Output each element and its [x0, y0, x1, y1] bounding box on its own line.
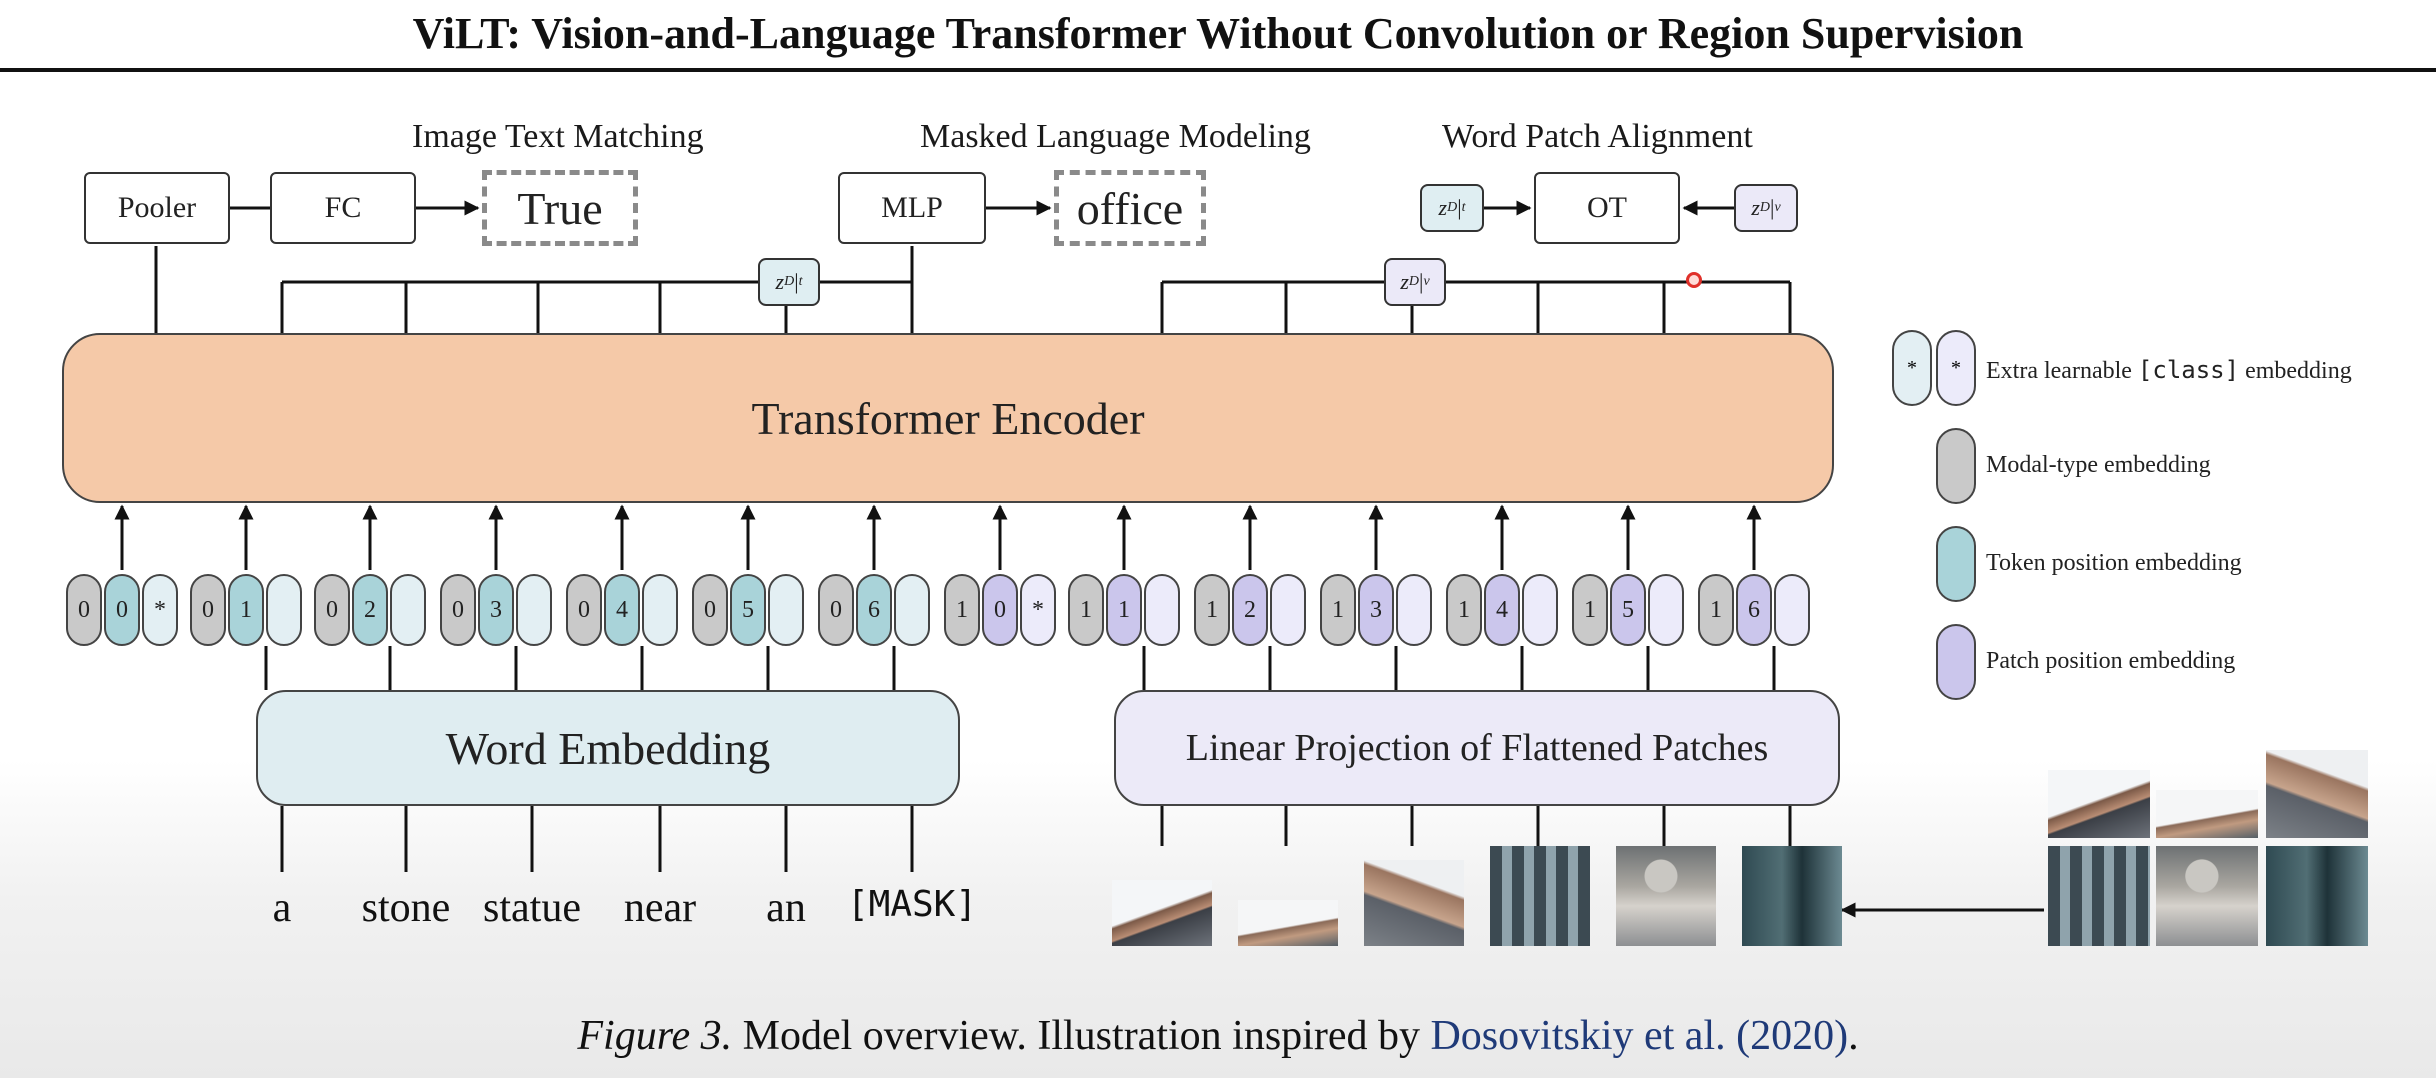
- image-patch: [1364, 860, 1464, 946]
- input-word: an: [766, 885, 806, 931]
- legend-class-image-swatch: *: [1936, 330, 1976, 406]
- input-word: a: [272, 885, 292, 931]
- input-word: [MASK]: [846, 884, 978, 925]
- modal-type-token: 1: [1068, 574, 1104, 646]
- legend-token-position-swatch: [1936, 526, 1976, 602]
- modal-type-token: 0: [566, 574, 602, 646]
- feature-token: [1522, 574, 1558, 646]
- modal-type-token: 1: [1320, 574, 1356, 646]
- caption-end: .: [1848, 1013, 1859, 1059]
- position-token: 6: [856, 574, 892, 646]
- modal-type-token: 0: [818, 574, 854, 646]
- caption-citation-link[interactable]: Dosovitskiy et al. (2020): [1430, 1013, 1849, 1059]
- modal-type-token: 1: [1572, 574, 1608, 646]
- position-token: 4: [604, 574, 640, 646]
- image-patch: [1112, 880, 1212, 946]
- itm-output-box: True: [482, 170, 638, 246]
- legend-token-position-label: Token position embedding: [1986, 550, 2242, 576]
- page-title: ViLT: Vision-and-Language Transformer Wi…: [412, 9, 2024, 58]
- position-token: 5: [1610, 574, 1646, 646]
- source-image-patch: [2048, 846, 2150, 946]
- fc-box: FC: [270, 172, 416, 244]
- modal-type-token: 0: [692, 574, 728, 646]
- caption-figure-label: Figure 3.: [577, 1013, 733, 1059]
- cursor-indicator: [1686, 272, 1702, 288]
- feature-token: [390, 574, 426, 646]
- modal-type-token: 0: [314, 574, 350, 646]
- source-image-patch: [2266, 846, 2368, 946]
- modal-type-token: 0: [440, 574, 476, 646]
- position-token: 2: [1232, 574, 1268, 646]
- input-word: statue: [483, 885, 581, 931]
- position-token: 6: [1736, 574, 1772, 646]
- feature-token: [1144, 574, 1180, 646]
- feature-token: [768, 574, 804, 646]
- ot-box: OT: [1534, 172, 1680, 244]
- feature-token: [642, 574, 678, 646]
- source-image-patch: [2266, 750, 2368, 838]
- transformer-encoder: Transformer Encoder: [62, 333, 1834, 503]
- title-rule: [0, 68, 2436, 72]
- feature-token: [894, 574, 930, 646]
- position-token: 2: [352, 574, 388, 646]
- figure-caption: Figure 3. Model overview. Illustration i…: [0, 1012, 2436, 1060]
- legend-modal-swatch: [1936, 428, 1976, 504]
- position-token: 1: [1106, 574, 1142, 646]
- legend-modal-label: Modal-type embedding: [1986, 452, 2211, 478]
- image-patch: [1742, 846, 1842, 946]
- modal-type-token: 0: [66, 574, 102, 646]
- position-token: 5: [730, 574, 766, 646]
- modal-type-token: 0: [190, 574, 226, 646]
- position-token: 3: [1358, 574, 1394, 646]
- class-token: *: [142, 574, 178, 646]
- modal-type-token: 1: [944, 574, 980, 646]
- wpa-heading: Word Patch Alignment: [1442, 118, 1753, 155]
- word-embedding-box: Word Embedding: [256, 690, 960, 806]
- feature-token: [1774, 574, 1810, 646]
- feature-token: [266, 574, 302, 646]
- input-word: stone: [361, 885, 451, 931]
- feature-token: [516, 574, 552, 646]
- patch-projection-box: Linear Projection of Flattened Patches: [1114, 690, 1840, 806]
- mlp-box: MLP: [838, 172, 986, 244]
- position-token: 4: [1484, 574, 1520, 646]
- legend-class-label: Extra learnable [class] embedding: [1986, 356, 2352, 384]
- feature-token: [1270, 574, 1306, 646]
- mlm-heading: Masked Language Modeling: [920, 118, 1311, 155]
- position-token: 3: [478, 574, 514, 646]
- image-patch: [1616, 846, 1716, 946]
- class-token: *: [1020, 574, 1056, 646]
- feature-token: [1396, 574, 1432, 646]
- modal-type-token: 1: [1194, 574, 1230, 646]
- legend-class-text-swatch: *: [1892, 330, 1932, 406]
- image-patch: [1238, 900, 1338, 946]
- modal-type-token: 1: [1698, 574, 1734, 646]
- source-image-patch: [2048, 770, 2150, 838]
- position-token: 0: [104, 574, 140, 646]
- position-token: 1: [228, 574, 264, 646]
- legend-patch-position-swatch: [1936, 624, 1976, 700]
- feature-token: [1648, 574, 1684, 646]
- source-image-patch: [2156, 846, 2258, 946]
- caption-text: Model overview. Illustration inspired by: [732, 1013, 1431, 1059]
- input-word: near: [623, 885, 697, 931]
- modal-type-token: 1: [1446, 574, 1482, 646]
- position-token: 0: [982, 574, 1018, 646]
- pooler-box: Pooler: [84, 172, 230, 244]
- mlm-output-box: office: [1054, 170, 1206, 246]
- image-patch: [1490, 846, 1590, 946]
- itm-heading: Image Text Matching: [412, 118, 704, 155]
- legend-patch-position-label: Patch position embedding: [1986, 648, 2236, 674]
- source-image-patch: [2156, 790, 2258, 838]
